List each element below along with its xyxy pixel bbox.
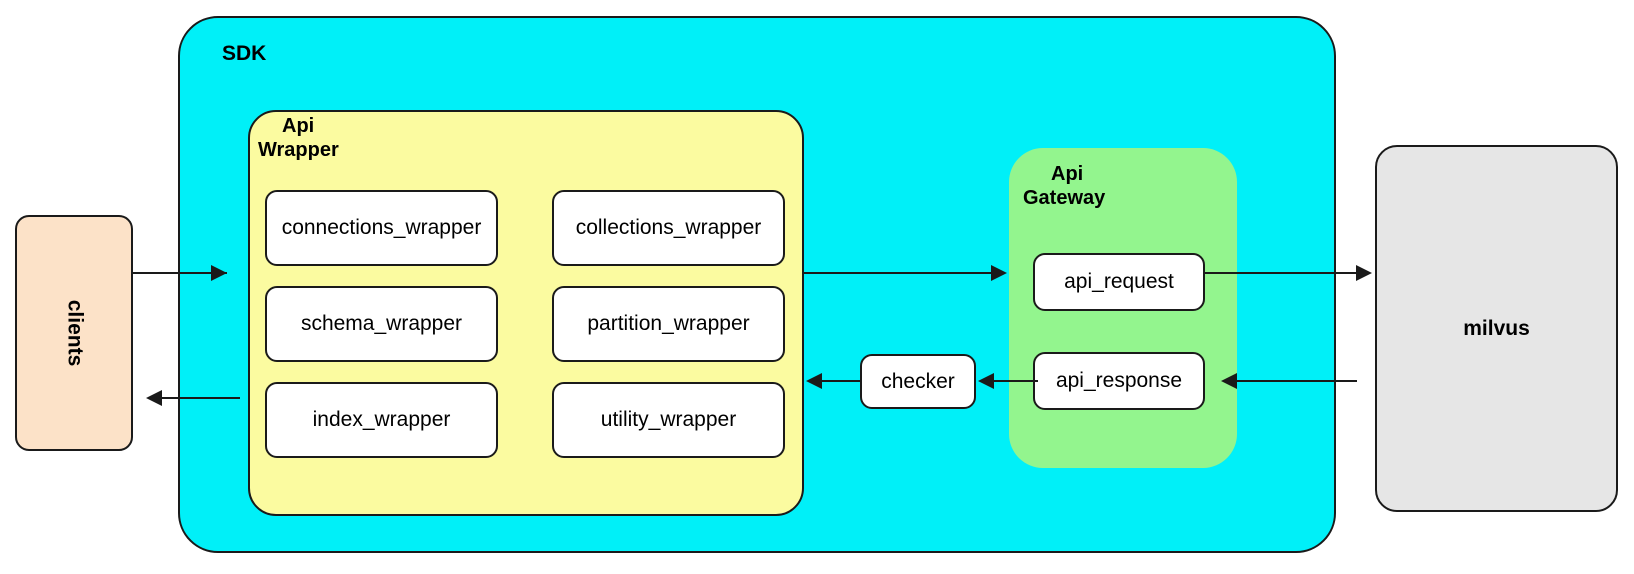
edge-milvus-to-api-response	[1225, 380, 1357, 382]
edge-api-request-to-milvus	[1205, 272, 1357, 274]
node-api-request[interactable]: api_request	[1033, 253, 1205, 311]
edge-api-wrapper-to-api-gateway	[804, 272, 992, 274]
arrow-right-icon	[1356, 265, 1372, 281]
node-connections-wrapper[interactable]: connections_wrapper	[265, 190, 498, 266]
node-utility-wrapper[interactable]: utility_wrapper	[552, 382, 785, 458]
node-schema-wrapper[interactable]: schema_wrapper	[265, 286, 498, 362]
arrow-right-icon	[211, 265, 227, 281]
arrow-left-icon	[806, 373, 822, 389]
actor-milvus-label: milvus	[1463, 316, 1530, 340]
node-index-wrapper[interactable]: index_wrapper	[265, 382, 498, 458]
actor-milvus[interactable]: milvus	[1375, 145, 1618, 512]
edge-api-response-to-checker	[994, 380, 1038, 382]
node-checker[interactable]: checker	[860, 354, 976, 409]
actor-clients[interactable]: clients	[15, 215, 133, 451]
edge-clients-to-api-wrapper	[133, 272, 227, 274]
node-collections-wrapper[interactable]: collections_wrapper	[552, 190, 785, 266]
arrow-left-icon	[1221, 373, 1237, 389]
arrow-left-icon	[978, 373, 994, 389]
edge-checker-to-api-wrapper	[822, 380, 862, 382]
arrow-left-icon	[146, 390, 162, 406]
arrow-right-icon	[991, 265, 1007, 281]
node-partition-wrapper[interactable]: partition_wrapper	[552, 286, 785, 362]
edge-api-wrapper-to-clients	[162, 397, 240, 399]
actor-clients-label: clients	[63, 299, 86, 367]
node-api-response[interactable]: api_response	[1033, 352, 1205, 410]
